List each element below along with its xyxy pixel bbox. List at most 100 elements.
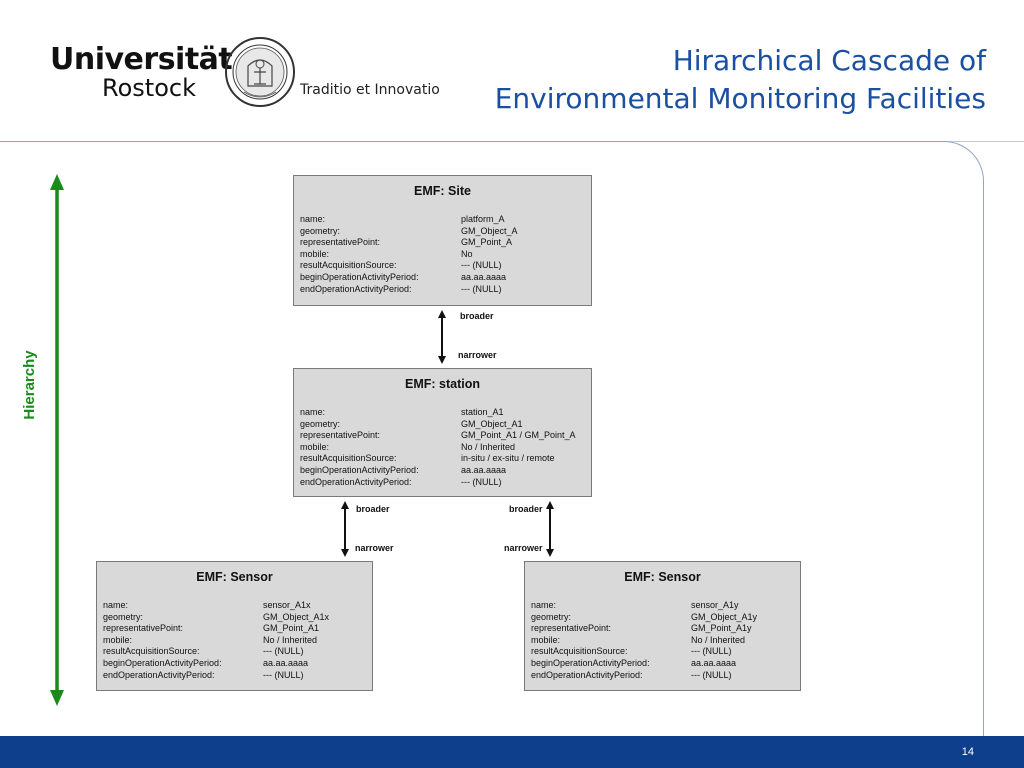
label-station-sensor-left-broader: broader [356, 504, 390, 514]
box-title: EMF: station [405, 377, 480, 391]
attribute-row: name: sensor_A1y [531, 600, 794, 612]
attribute-row: beginOperationActivityPeriod: aa.aa.aaaa [531, 658, 794, 670]
attribute-row: geometry: GM_Object_A1 [300, 419, 585, 431]
attribute-row: geometry: GM_Object_A1x [103, 612, 366, 624]
attribute-key: endOperationActivityPeriod: [300, 283, 412, 294]
label-site-station-broader: broader [460, 311, 494, 321]
emf-station-box: EMF: station name: station_A1 geometry: GM_… [293, 368, 592, 497]
box-title: EMF: Site [414, 184, 471, 198]
attribute-row: beginOperationActivityPeriod: aa.aa.aaaa [300, 465, 585, 477]
attribute-key: beginOperationActivityPeriod: [103, 657, 222, 668]
logo-city: Rostock [102, 74, 196, 102]
label-station-sensor-left-narrower: narrower [355, 543, 394, 553]
attribute-value: --- (NULL) [461, 260, 502, 271]
attribute-key: representativePoint: [531, 623, 612, 634]
attribute-key: beginOperationActivityPeriod: [300, 271, 419, 282]
attribute-row: name: sensor_A1x [103, 600, 366, 612]
attribute-key: name: [300, 407, 326, 417]
attribute-value: GM_Point_A1y [691, 623, 752, 634]
attribute-value: GM_Object_A [461, 225, 518, 236]
university-logo-text: Universität Rostock [50, 44, 233, 102]
attribute-key: name: [103, 600, 129, 610]
attribute-value: GM_Object_A1 [461, 418, 523, 429]
emf-sensor-left-box: EMF: Sensor name: sensor_A1x geometry: GM_O… [96, 561, 373, 691]
box-title: EMF: Sensor [196, 570, 273, 584]
attribute-row: resultAcquisitionSource: --- (NULL) [531, 646, 794, 658]
label-site-station-narrower: narrower [458, 350, 497, 360]
title-line-2: Environmental Monitoring Facilities [494, 82, 986, 115]
attribute-value: sensor_A1y [691, 600, 739, 610]
emf-sensor-right-box: EMF: Sensor name: sensor_A1y geometry: GM_O… [524, 561, 801, 691]
attribute-row: representativePoint: GM_Point_A1 / GM_Poi… [300, 430, 585, 442]
university-motto: Traditio et Innovatio [300, 82, 440, 98]
attribute-row: endOperationActivityPeriod:--- (NULL) [300, 477, 585, 489]
attribute-row: resultAcquisitionSource: --- (NULL) [103, 646, 366, 658]
attribute-key: beginOperationActivityPeriod: [300, 464, 419, 475]
attribute-value: --- (NULL) [263, 646, 304, 657]
page-title: Hirarchical Cascade of Environmental Mon… [495, 42, 986, 118]
attribute-value: sensor_A1x [263, 600, 311, 610]
attribute-key: endOperationActivityPeriod: [103, 669, 215, 680]
attribute-row: resultAcquisitionSource: --- (NULL) [300, 260, 585, 272]
attribute-value: --- (NULL) [691, 646, 732, 657]
attribute-value: --- (NULL) [691, 669, 732, 680]
attribute-key: mobile: [531, 634, 561, 645]
attribute-key: resultAcquisitionSource: [300, 453, 397, 464]
attribute-value: No / Inherited [691, 634, 746, 645]
attribute-row: geometry: GM_Object_A1y [531, 612, 794, 624]
attribute-row: resultAcquisitionSource:in-situ / ex-sit… [300, 453, 585, 465]
attribute-value: No [461, 248, 473, 259]
attribute-value: No / Inherited [263, 634, 318, 645]
attribute-row: endOperationActivityPeriod: --- (NULL) [300, 284, 585, 296]
label-station-sensor-right-narrower: narrower [504, 543, 543, 553]
attribute-key: geometry: [103, 611, 144, 622]
attribute-key: name: [531, 600, 557, 610]
emf-site-box: EMF: Site name: platform_A geometry: GM_Obj… [293, 175, 592, 306]
attribute-key: mobile: [300, 248, 330, 259]
label-station-sensor-right-broader: broader [509, 504, 543, 514]
attribute-key: geometry: [300, 418, 341, 429]
attribute-value: GM_Object_A1y [691, 611, 758, 622]
attribute-value: GM_Point_A1 / GM_Point_A [461, 430, 576, 441]
attribute-row: name: station_A1 [300, 407, 585, 419]
attribute-value: aa.aa.aaaa [461, 271, 507, 282]
attribute-key: resultAcquisitionSource: [103, 646, 200, 657]
attribute-value: --- (NULL) [461, 476, 502, 487]
attribute-value: GM_Object_A1x [263, 611, 330, 622]
attribute-row: representativePoint: GM_Point_A1y [531, 623, 794, 635]
attribute-row: mobile: No / Inherited [103, 635, 366, 647]
attribute-key: resultAcquisitionSource: [531, 646, 628, 657]
attribute-key: endOperationActivityPeriod: [531, 669, 643, 680]
attribute-key: name: [300, 214, 326, 224]
attribute-key: representativePoint: [300, 430, 381, 441]
attribute-key: resultAcquisitionSource: [300, 260, 397, 271]
attribute-row: representativePoint: GM_Point_A [300, 237, 585, 249]
attribute-value: station_A1 [461, 407, 504, 417]
box-title: EMF: Sensor [624, 570, 701, 584]
attribute-row: endOperationActivityPeriod: --- (NULL) [531, 670, 794, 682]
content-frame [0, 141, 984, 741]
attribute-row: geometry: GM_Object_A [300, 226, 585, 238]
attribute-row: endOperationActivityPeriod: --- (NULL) [103, 670, 366, 682]
attribute-row: beginOperationActivityPeriod: aa.aa.aaaa [300, 272, 585, 284]
attribute-value: aa.aa.aaaa [461, 464, 507, 475]
attribute-value: --- (NULL) [263, 669, 304, 680]
university-seal-icon [225, 37, 295, 107]
attribute-key: mobile: [300, 441, 330, 452]
attribute-value: GM_Point_A [461, 237, 513, 248]
attribute-key: geometry: [300, 225, 341, 236]
attribute-value: aa.aa.aaaa [691, 657, 737, 668]
attribute-key: mobile: [103, 634, 133, 645]
attribute-key: beginOperationActivityPeriod: [531, 657, 650, 668]
attribute-value: --- (NULL) [461, 283, 502, 294]
attribute-key: geometry: [531, 611, 572, 622]
attribute-row: mobile: No / Inherited [531, 635, 794, 647]
hierarchy-label: Hierarchy [21, 350, 38, 420]
attribute-row: mobile:No / Inherited [300, 442, 585, 454]
attribute-key: representativePoint: [300, 237, 381, 248]
attribute-value: platform_A [461, 214, 505, 224]
footer-bar: 14 [0, 736, 1024, 768]
page-number: 14 [961, 746, 974, 758]
attribute-value: GM_Point_A1 [263, 623, 320, 634]
title-line-1: Hirarchical Cascade of [672, 44, 986, 77]
